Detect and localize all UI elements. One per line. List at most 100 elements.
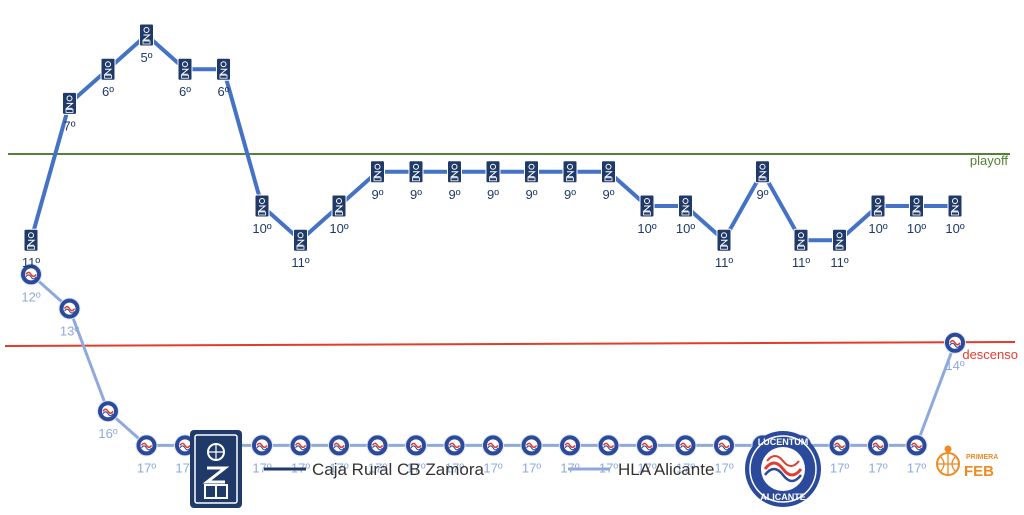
legend: Caja Rural CB Zamora HLA Alicante LUCENT… — [190, 430, 998, 508]
series-line-alicante — [30, 273, 957, 447]
point-zamora — [870, 194, 886, 218]
point-zamora — [62, 91, 77, 115]
primera-feb-logo: PRIMERA FEB — [936, 445, 998, 480]
point-zamora — [23, 228, 39, 252]
data-label-alicante: 17º — [522, 460, 541, 475]
data-label-zamora: 9º — [526, 187, 538, 202]
data-label-zamora: 11º — [291, 255, 309, 270]
zamora-logo — [190, 430, 242, 508]
point-zamora — [524, 160, 539, 184]
data-label-zamora: 9º — [372, 187, 384, 202]
data-label-zamora: 10º — [329, 221, 348, 236]
reference-label-playoff: playoff — [970, 153, 1008, 168]
data-label-alicante: 14º — [945, 358, 964, 373]
point-alicante — [713, 434, 735, 457]
data-label-alicante: 17º — [445, 460, 464, 475]
data-label-zamora: 9º — [449, 187, 461, 202]
svg-text:PRIMERA: PRIMERA — [966, 454, 998, 461]
data-label-zamora: 10º — [907, 221, 926, 236]
data-label-zamora: 11º — [715, 255, 733, 270]
point-alicante — [597, 434, 620, 457]
point-alicante — [289, 434, 312, 457]
series-alicante: 12º 13º 16º 17º 17º 17º 17º 17º 17º 17º 17º 17º 17º 1… — [20, 263, 966, 475]
point-zamora — [100, 57, 116, 81]
data-label-alicante: 17º — [406, 460, 425, 475]
data-label-zamora: 10º — [945, 221, 964, 236]
point-alicante — [674, 434, 697, 457]
data-label-zamora: 9º — [487, 187, 499, 202]
data-label-zamora: 11º — [830, 255, 848, 270]
point-alicante — [20, 263, 42, 286]
data-label-alicante: 17º — [830, 460, 849, 475]
point-alicante — [251, 434, 273, 457]
data-label-alicante: 17º — [483, 460, 502, 475]
data-label-alicante: 12º — [21, 289, 40, 304]
data-label-zamora: 10º — [868, 221, 887, 236]
point-zamora — [254, 194, 270, 218]
point-alicante — [405, 434, 427, 457]
point-zamora — [370, 160, 385, 184]
data-label-alicante: 17º — [368, 460, 387, 475]
point-alicante — [58, 297, 81, 320]
point-alicante — [905, 434, 928, 457]
data-label-alicante: 17º — [637, 460, 656, 475]
data-label-alicante: 13º — [60, 324, 79, 339]
point-alicante — [443, 434, 466, 457]
legend-label-zamora: Caja Rural CB Zamora — [312, 460, 484, 479]
reference-line-descenso — [4, 341, 1016, 347]
point-zamora — [447, 160, 462, 184]
point-alicante — [328, 434, 350, 457]
series-layer: 12º 13º 16º 17º 17º 17º 17º 17º 17º 17º 17º 17º 17º 1… — [20, 23, 966, 475]
point-zamora — [408, 160, 424, 184]
data-label-zamora: 6º — [179, 84, 191, 99]
point-zamora — [177, 57, 193, 81]
point-alicante — [944, 331, 966, 354]
point-zamora — [562, 160, 578, 184]
point-alicante — [366, 434, 389, 457]
reference-label-descenso: descenso — [962, 347, 1018, 362]
point-zamora — [216, 57, 231, 81]
series-line-zamora — [29, 33, 955, 243]
data-label-zamora: 7º — [64, 118, 76, 133]
point-zamora — [909, 194, 924, 218]
data-label-alicante: 17º — [676, 460, 695, 475]
point-zamora — [716, 228, 732, 252]
data-label-alicante: 16º — [98, 426, 117, 441]
point-alicante — [867, 434, 889, 457]
data-label-alicante: 17º — [252, 460, 271, 475]
point-zamora — [639, 194, 655, 218]
data-label-zamora: 9º — [603, 187, 615, 202]
point-alicante — [636, 434, 658, 457]
svg-text:FEB: FEB — [964, 463, 994, 480]
data-label-alicante: 17º — [137, 460, 156, 475]
point-zamora — [293, 228, 308, 252]
data-label-alicante: 17º — [329, 460, 348, 475]
reference-lines: playoff descenso — [4, 153, 1018, 362]
point-zamora — [331, 194, 347, 218]
data-label-zamora: 10º — [676, 221, 695, 236]
svg-text:LUCENTUM: LUCENTUM — [758, 437, 809, 447]
point-zamora — [755, 160, 770, 184]
point-zamora — [793, 228, 809, 252]
point-alicante — [135, 434, 158, 457]
point-zamora — [485, 160, 501, 184]
data-label-alicante: 17º — [868, 460, 887, 475]
data-label-zamora: 6º — [218, 84, 230, 99]
data-label-zamora: 11º — [22, 255, 40, 270]
point-alicante — [559, 434, 581, 457]
data-label-alicante: 17º — [714, 460, 733, 475]
point-zamora — [601, 160, 616, 184]
point-alicante — [520, 434, 543, 457]
data-label-zamora: 11º — [792, 255, 810, 270]
data-label-zamora: 9º — [564, 187, 576, 202]
point-zamora — [139, 23, 154, 47]
data-label-zamora: 10º — [252, 221, 271, 236]
data-label-zamora: 10º — [637, 221, 656, 236]
data-label-alicante: 17º — [907, 460, 926, 475]
data-label-alicante: 17º — [175, 460, 194, 475]
svg-text:ALICANTE: ALICANTE — [760, 492, 806, 502]
point-zamora — [947, 194, 963, 218]
point-alicante — [97, 400, 119, 423]
